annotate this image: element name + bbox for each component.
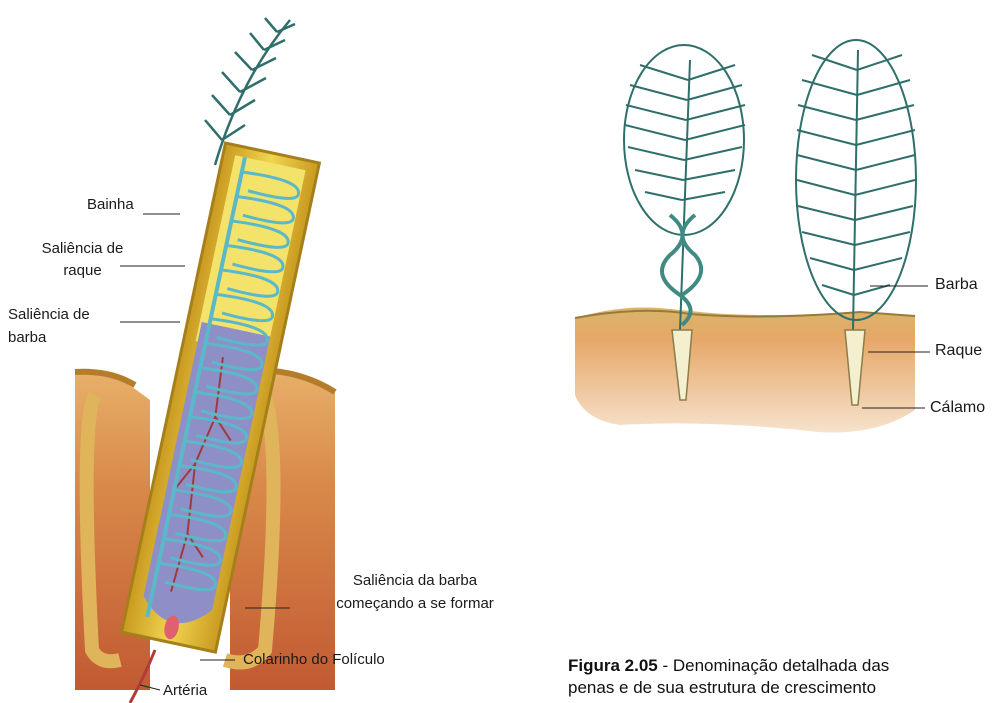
label-arteria: Artéria <box>163 682 207 700</box>
label-saliencia-formar-line2: começando a se formar <box>300 595 530 613</box>
feather-structure-diagram <box>575 40 930 433</box>
label-bainha: Bainha <box>87 196 134 214</box>
label-saliencia-formar-line1: Saliência da barba <box>300 572 530 590</box>
label-raque: Raque <box>935 342 982 360</box>
figure-caption: Figura 2.05 - Denominação detalhada das … <box>568 655 889 699</box>
emerging-feather <box>205 18 295 165</box>
label-barba: Barba <box>935 276 978 294</box>
feather-left <box>624 45 745 330</box>
label-calamo: Cálamo <box>930 399 985 417</box>
caption-line2: penas e de sua estrutura de crescimento <box>568 678 876 697</box>
skin-strip <box>575 307 915 432</box>
label-colarinho: Colarinho do Folículo <box>243 651 385 669</box>
label-saliencia-raque-line2: raque <box>30 262 135 280</box>
caption-figure-number: Figura 2.05 <box>568 656 658 675</box>
label-saliencia-barba-line1: Saliência de <box>8 306 90 324</box>
caption-line1: - Denominação detalhada das <box>658 656 890 675</box>
follicle-diagram <box>75 18 335 703</box>
label-saliencia-raque-line1: Saliência de <box>30 240 135 258</box>
label-saliencia-barba-line2: barba <box>8 329 46 347</box>
